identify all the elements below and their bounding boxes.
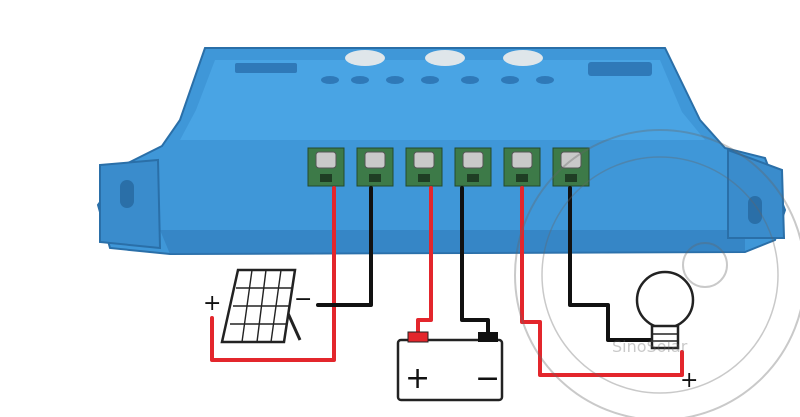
watermark-seal: SinoSolar [514, 129, 800, 417]
terminal-block [307, 147, 590, 187]
controller-top-panel [180, 60, 705, 140]
lamp-bulb [635, 270, 695, 330]
controller-lower-shadow [160, 230, 745, 254]
battery-positive-terminal [407, 331, 429, 343]
wire-panel-negative [316, 186, 373, 307]
wire-panel-positive [210, 186, 336, 362]
watermark-inner-ring [541, 156, 779, 394]
top-oval-1 [345, 50, 385, 66]
wire-load-negative [568, 186, 662, 342]
panel-plus-label: + [203, 291, 221, 316]
battery: + − [396, 331, 504, 402]
led-row [321, 76, 554, 84]
battery-negative-terminal [478, 332, 498, 342]
terminal-screws [315, 151, 582, 169]
watermark-logo-circle [682, 242, 728, 288]
battery-body [396, 338, 504, 402]
solar-panel: + − [203, 268, 312, 344]
usb-port [588, 62, 652, 76]
battery-minus-label: − [475, 361, 500, 396]
top-oval-3 [503, 50, 543, 66]
lamp-plus-label: + [680, 368, 698, 393]
wire-load-positive [520, 186, 684, 377]
solar-panel-grid [230, 269, 292, 343]
top-oval-2 [425, 50, 465, 66]
wire-battery-negative [460, 186, 490, 336]
panel-minus-label: − [294, 287, 312, 312]
lamp: + [635, 270, 698, 393]
label-plate [235, 63, 297, 73]
watermark-outer-ring [514, 129, 800, 417]
left-mount-hole [120, 180, 134, 208]
wires [210, 186, 684, 377]
battery-plus-label: + [405, 361, 430, 396]
terminal-slots [320, 174, 577, 182]
watermark-brand-text: SinoSolar [612, 337, 688, 356]
right-mount-hole [748, 196, 762, 224]
right-mounting-ear [727, 148, 786, 239]
lamp-base [650, 324, 680, 350]
wire-battery-positive [416, 186, 433, 336]
